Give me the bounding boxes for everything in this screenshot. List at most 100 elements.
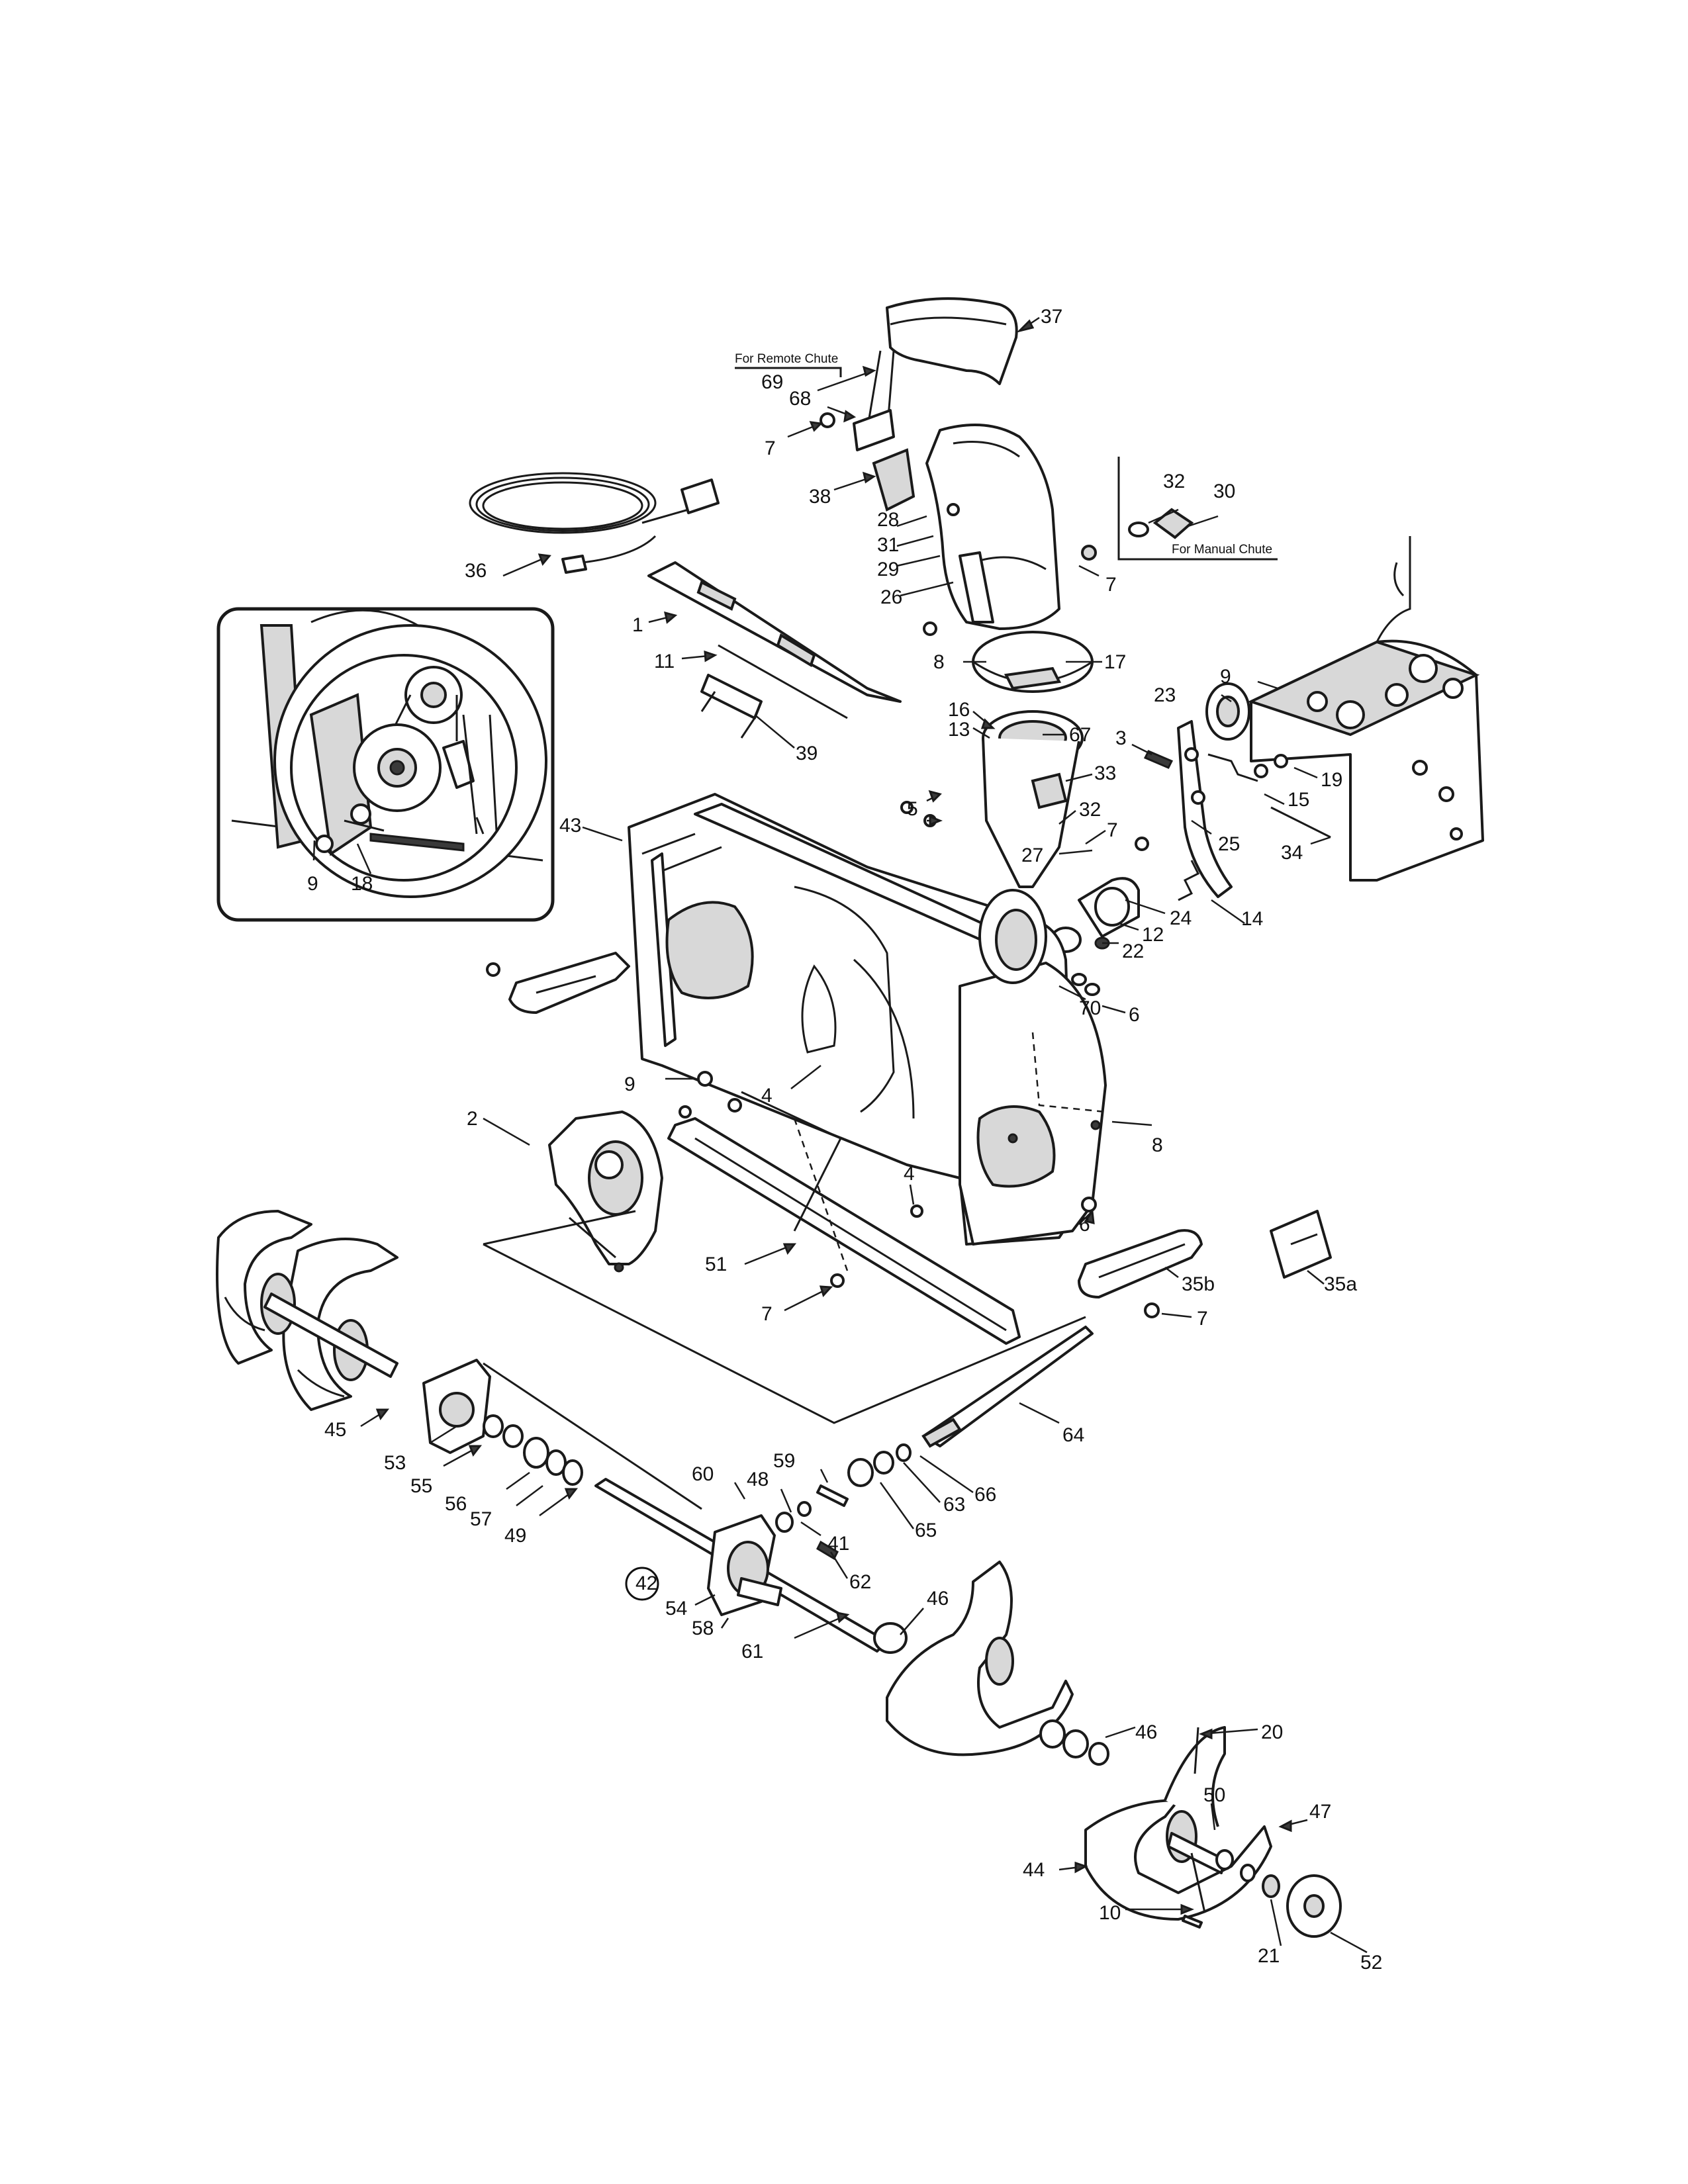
auger-right-inner	[873, 1561, 1074, 1756]
idler-pulley-assembly	[1143, 682, 1331, 901]
part-label: 32	[1079, 799, 1101, 821]
part-label: 33	[1094, 762, 1116, 784]
part-label: 5	[907, 798, 918, 820]
part-label: 23	[1154, 684, 1176, 706]
skid-shoe-alt	[1270, 1210, 1332, 1279]
part-label: 4	[761, 1085, 773, 1107]
reference-line	[741, 1091, 843, 1232]
part-label: 7	[1105, 574, 1117, 596]
part-label: 37	[1041, 306, 1062, 328]
part-label: 15	[1288, 789, 1309, 811]
part-label: 6	[1079, 1214, 1090, 1236]
part-label: 69	[761, 371, 783, 393]
part-label: 9	[307, 873, 318, 895]
part-label: 70	[1079, 997, 1101, 1019]
note-remote-chute: For Remote Chute	[735, 352, 838, 366]
part-label: 50	[1203, 1784, 1225, 1806]
part-label: 29	[877, 559, 899, 580]
part-label: 7	[765, 437, 776, 459]
part-label: 6	[1129, 1004, 1140, 1026]
part-label: 8	[1152, 1134, 1163, 1156]
part-label: 58	[692, 1617, 714, 1639]
part-label: 54	[665, 1598, 687, 1619]
part-label: 10	[1099, 1902, 1121, 1924]
part-label: 44	[1023, 1859, 1045, 1881]
skid-shoe	[1078, 1229, 1203, 1298]
part-label: 62	[849, 1571, 871, 1593]
part-label: 65	[915, 1520, 937, 1541]
part-label: 57	[470, 1508, 492, 1530]
auger-left	[216, 1210, 399, 1411]
part-label: 36	[465, 560, 487, 582]
part-label: 51	[705, 1253, 727, 1275]
bearings-right	[1039, 1719, 1109, 1766]
gear-case-housing	[422, 1359, 491, 1454]
part-label: 4	[904, 1163, 915, 1185]
part-label: 45	[324, 1419, 346, 1441]
part-label: 13	[948, 719, 970, 741]
part-label: 55	[410, 1475, 432, 1497]
part-label: 30	[1213, 480, 1235, 502]
part-label: 12	[1142, 924, 1164, 946]
part-label: 67	[1069, 724, 1091, 746]
part-label: 25	[1218, 833, 1240, 855]
part-label: 8	[933, 651, 945, 673]
part-label: 1	[632, 614, 643, 636]
part-label: 34	[1281, 842, 1303, 864]
part-label: 61	[741, 1641, 763, 1662]
part-label: 56	[445, 1493, 467, 1515]
part-label: 26	[880, 586, 902, 608]
bearing-assembly	[1050, 877, 1140, 996]
part-label: 53	[384, 1452, 406, 1474]
power-cord	[469, 472, 720, 574]
part-label: 9	[1220, 666, 1231, 688]
shaft	[647, 561, 902, 703]
part-label: 41	[827, 1533, 849, 1555]
part-label: 46	[927, 1588, 949, 1610]
part-label: 42	[635, 1572, 657, 1594]
part-label: 7	[1107, 819, 1118, 841]
part-label: 20	[1261, 1721, 1283, 1743]
leader-lines	[312, 316, 1368, 1954]
part-label: 47	[1309, 1801, 1331, 1823]
reference-line	[483, 1210, 1086, 1424]
part-label: 7	[761, 1303, 773, 1325]
reference-line	[793, 1118, 849, 1271]
note-remote-chute-bracket	[735, 367, 842, 377]
part-label: 49	[504, 1525, 526, 1547]
part-label: 39	[796, 743, 818, 764]
chute-assembly	[820, 297, 1094, 888]
part-label: 17	[1104, 651, 1126, 673]
part-label: 28	[877, 509, 899, 531]
gearbox	[707, 1514, 782, 1616]
bearings-left	[483, 1414, 583, 1486]
fasteners	[679, 503, 1160, 1318]
reference-line	[1031, 1032, 1106, 1113]
bracket	[700, 674, 763, 739]
side-plate	[548, 1111, 663, 1273]
part-label: 22	[1122, 940, 1144, 962]
part-label: 43	[559, 815, 581, 837]
part-label: 52	[1360, 1952, 1382, 1974]
engine-block	[1247, 536, 1484, 882]
part-label: 27	[1021, 844, 1043, 866]
part-label: 68	[789, 388, 811, 410]
gear-parts-center	[775, 1443, 912, 1561]
part-labels: 37 69 68 7 38 28 31 29 26 32 30 7 36 1 1…	[307, 306, 1382, 1974]
part-label: 19	[1321, 769, 1342, 791]
scraper-bar	[667, 1117, 1021, 1345]
part-label: 60	[692, 1463, 714, 1485]
part-label: 32	[1163, 471, 1185, 492]
part-label: 64	[1062, 1424, 1084, 1446]
end-parts	[1182, 1727, 1342, 1938]
part-label: 24	[1170, 907, 1192, 929]
part-label: 7	[1197, 1308, 1208, 1330]
part-label: 46	[1135, 1721, 1157, 1743]
part-label: 18	[351, 873, 373, 895]
part-label: 3	[1115, 727, 1127, 749]
note-manual-chute: For Manual Chute	[1172, 543, 1272, 557]
part-label: 63	[943, 1494, 965, 1516]
part-label: 21	[1258, 1945, 1280, 1967]
part-label: 11	[654, 651, 675, 672]
